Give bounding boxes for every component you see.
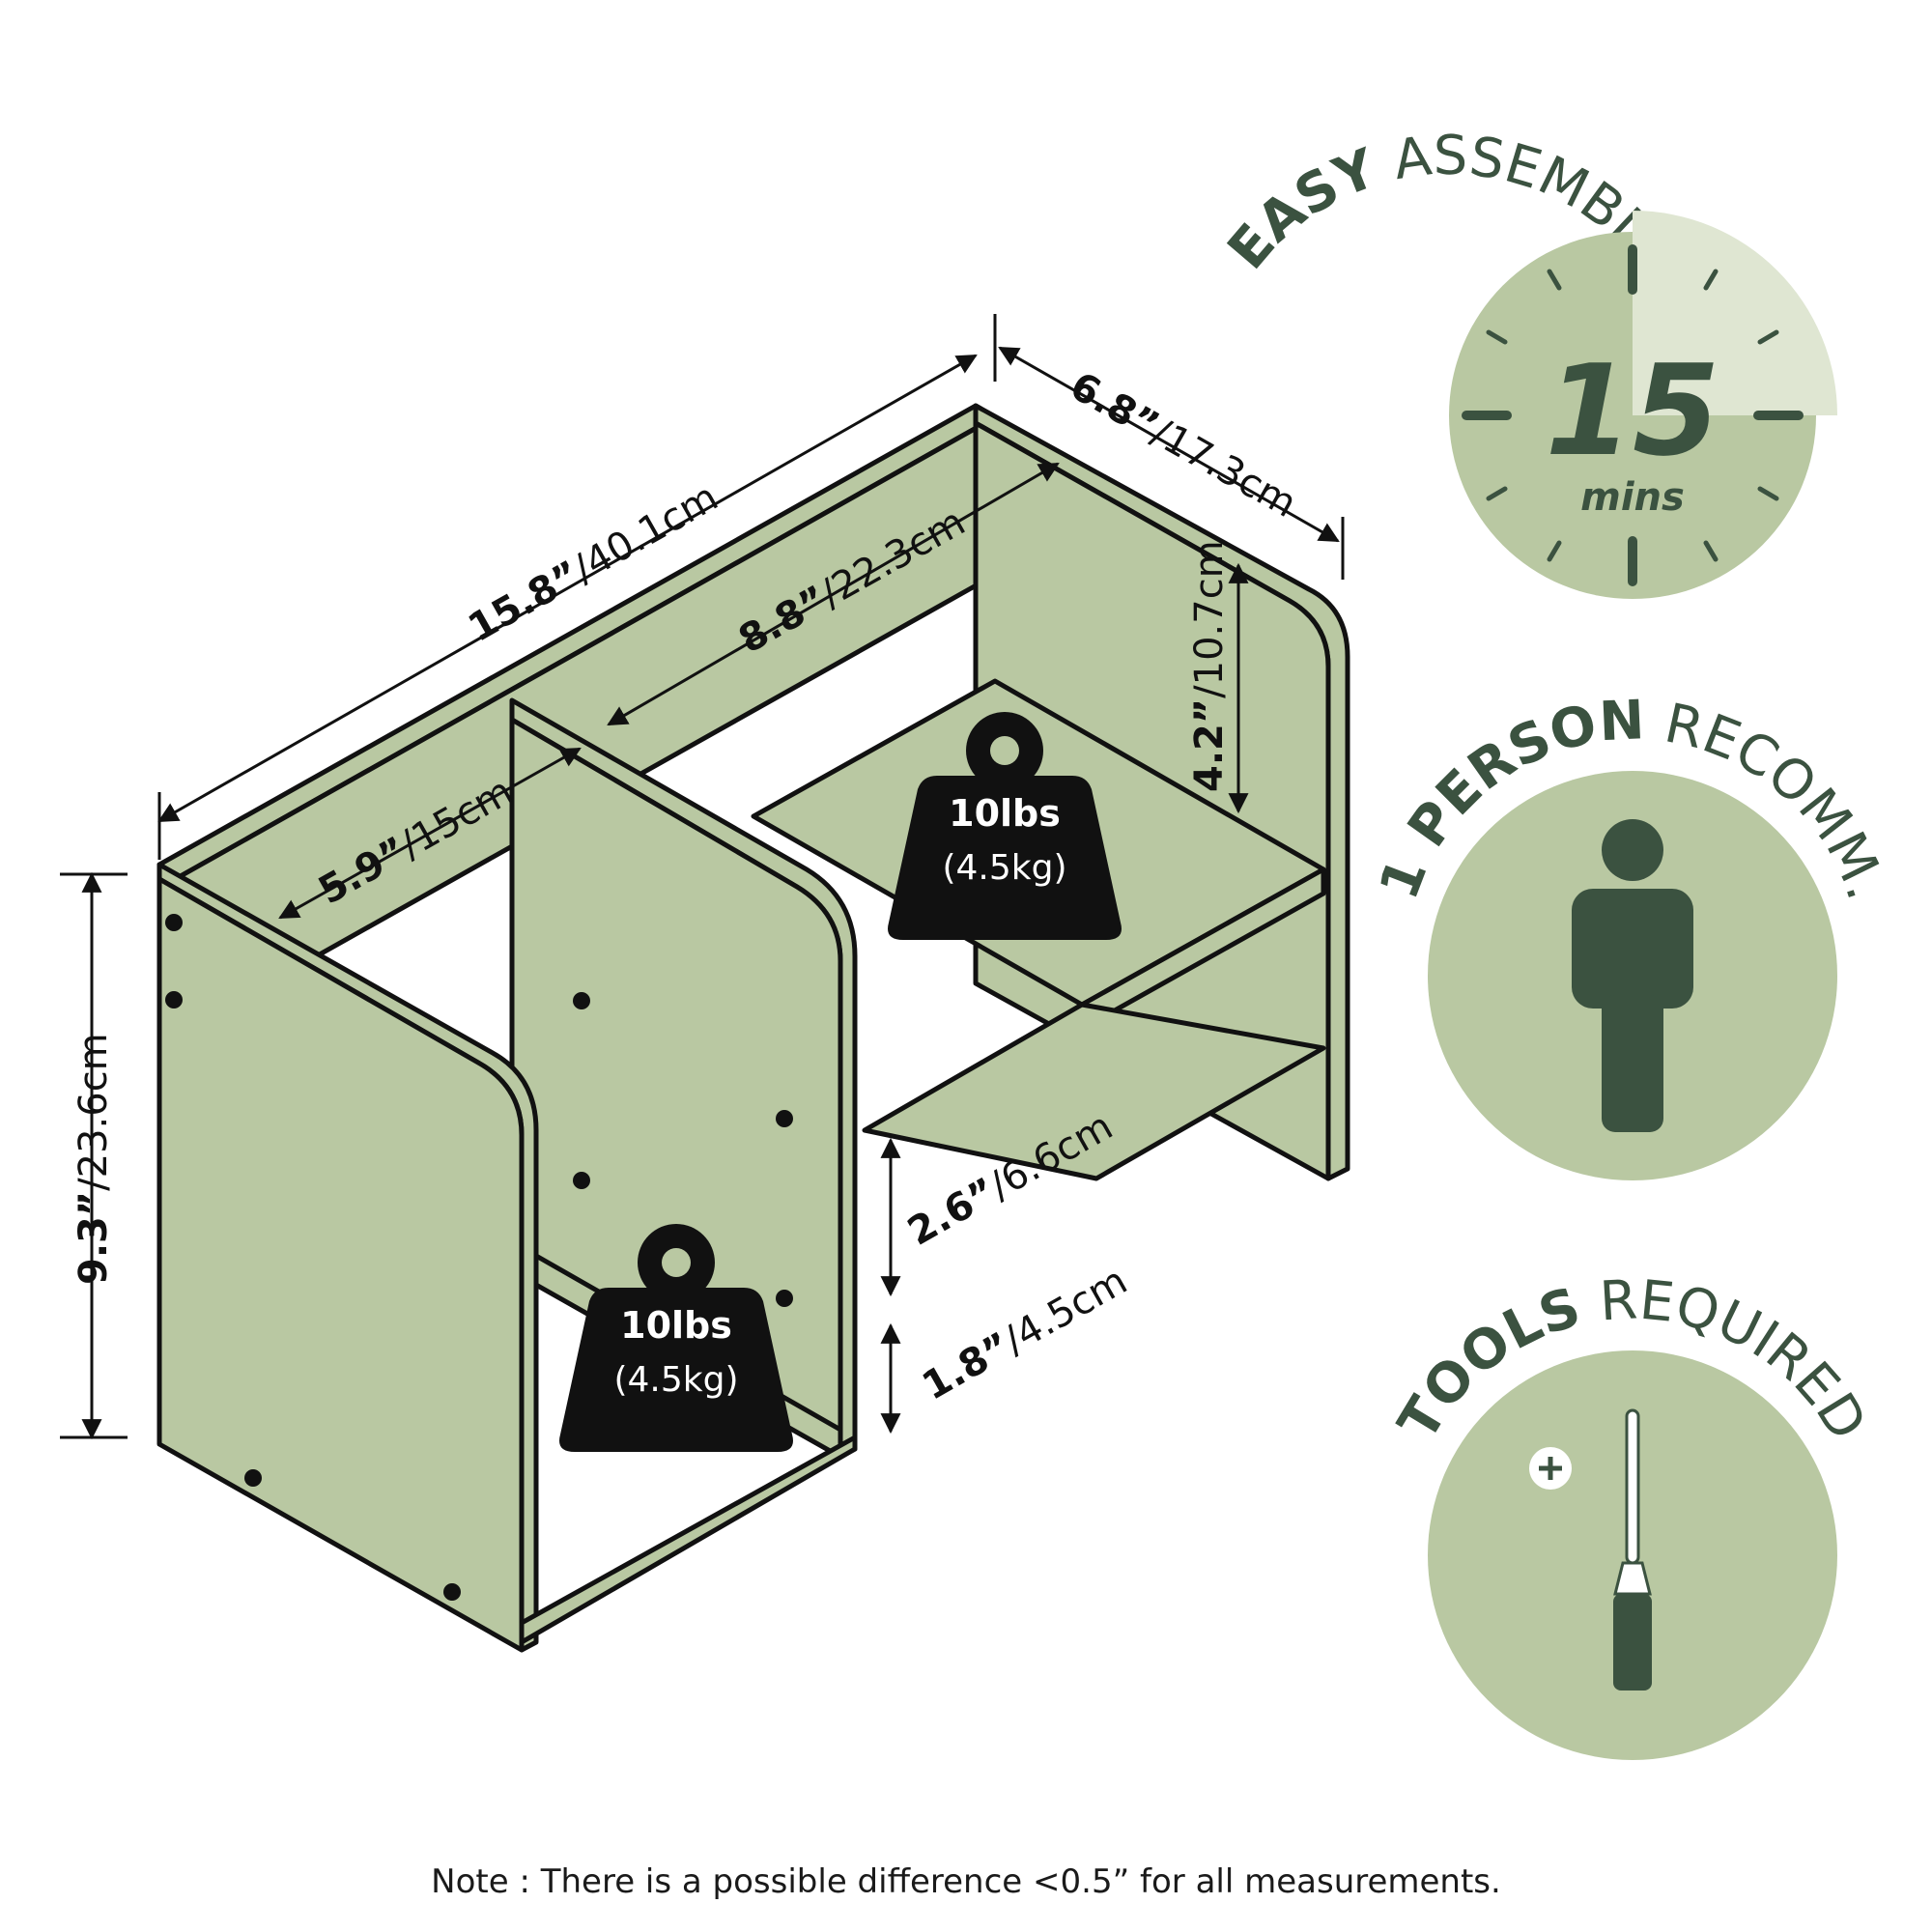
measurement-note: Note : There is a possible difference <0… bbox=[431, 1862, 1501, 1901]
badge-tools-required: TOOLS REQUIRED bbox=[1386, 1268, 1879, 1760]
dim-upper-gap: 4.2”/10.7cm bbox=[1187, 540, 1232, 792]
screwdriver-icon bbox=[1613, 1408, 1652, 1690]
timer-ticks bbox=[1462, 244, 1804, 586]
timer-unit: mins bbox=[1580, 475, 1685, 520]
timer-number: 15 bbox=[1546, 337, 1720, 484]
weight-left-lbs: 10lbs bbox=[620, 1304, 732, 1347]
badge-easy-assembly: EASY ASSEMBLY 15 mins bbox=[1216, 125, 1837, 599]
person-icon bbox=[1572, 819, 1693, 1132]
lower-shelf bbox=[862, 1002, 1326, 1181]
plus-icon bbox=[1529, 1447, 1572, 1490]
dim-base-gap: 1.8”/4.5cm bbox=[915, 1259, 1134, 1409]
badge-one-person: 1 PERSON RECOMM. bbox=[1368, 689, 1897, 1180]
weight-top-kg: (4.5kg) bbox=[942, 848, 1066, 888]
left-side-face bbox=[156, 876, 525, 1653]
dim-height: 9.3”/23.6cm bbox=[71, 1033, 116, 1285]
cam-holes bbox=[165, 914, 793, 1601]
weight-left-kg: (4.5kg) bbox=[613, 1360, 738, 1400]
shelf-illustration: 10lbs (4.5kg) 10lbs (4.5kg) bbox=[156, 403, 1350, 1653]
dimension-lines bbox=[60, 314, 1345, 1440]
weight-icon: 10lbs (4.5kg) bbox=[559, 1224, 793, 1452]
timer-highlight bbox=[1633, 211, 1837, 415]
weight-top-lbs: 10lbs bbox=[949, 792, 1061, 835]
left-base-board bbox=[519, 1435, 858, 1645]
